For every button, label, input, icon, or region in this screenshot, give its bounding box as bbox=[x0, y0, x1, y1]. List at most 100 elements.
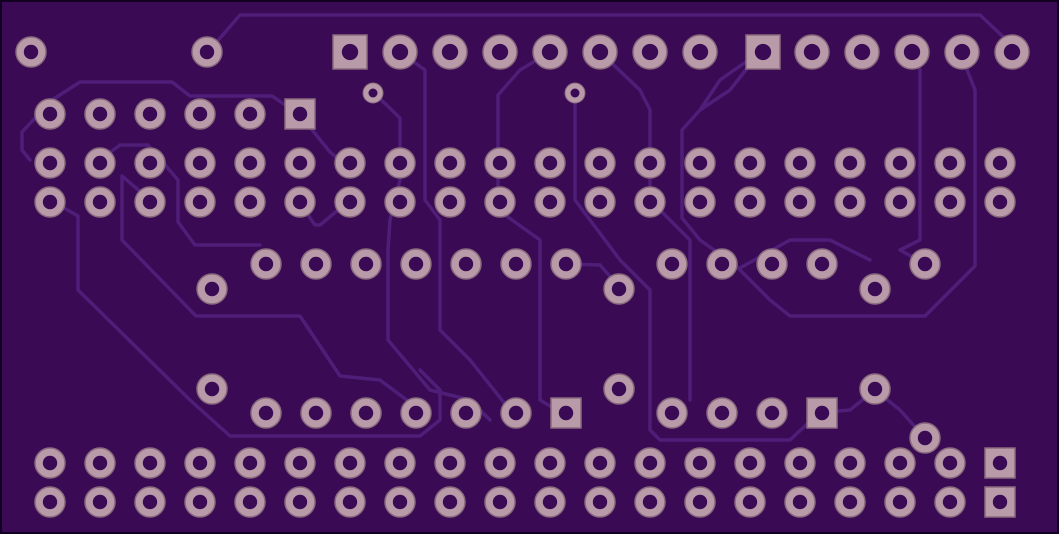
drill-hole bbox=[192, 494, 208, 510]
drill-hole bbox=[199, 44, 215, 60]
round-pad bbox=[134, 486, 166, 518]
drill-hole bbox=[541, 43, 559, 61]
round-pad bbox=[909, 248, 941, 280]
drill-hole bbox=[892, 155, 908, 171]
drill-hole bbox=[692, 494, 708, 510]
round-pad bbox=[532, 34, 568, 70]
round-pad bbox=[756, 397, 788, 429]
drill-hole bbox=[192, 455, 208, 471]
drill-hole bbox=[992, 194, 1008, 210]
drill-hole bbox=[992, 155, 1008, 171]
drill-hole bbox=[204, 381, 220, 397]
drill-hole bbox=[742, 155, 758, 171]
drill-hole bbox=[942, 494, 958, 510]
drill-hole bbox=[492, 194, 508, 210]
round-pad bbox=[584, 186, 616, 218]
drill-hole bbox=[142, 455, 158, 471]
round-pad bbox=[944, 34, 980, 70]
square-pad bbox=[284, 98, 316, 130]
drill-hole bbox=[591, 43, 609, 61]
round-pad bbox=[34, 447, 66, 479]
drill-hole bbox=[142, 494, 158, 510]
drill-hole bbox=[392, 455, 408, 471]
round-pad bbox=[284, 147, 316, 179]
round-pad bbox=[134, 147, 166, 179]
round-pad bbox=[894, 34, 930, 70]
round-pad bbox=[334, 147, 366, 179]
drill-hole bbox=[792, 455, 808, 471]
round-pad bbox=[634, 447, 666, 479]
round-pad bbox=[534, 447, 566, 479]
drill-hole bbox=[764, 405, 780, 421]
drill-hole bbox=[542, 155, 558, 171]
round-pad bbox=[784, 186, 816, 218]
drill-hole bbox=[92, 194, 108, 210]
round-pad bbox=[844, 34, 880, 70]
round-pad bbox=[706, 248, 738, 280]
round-pad bbox=[784, 447, 816, 479]
drill-hole bbox=[442, 455, 458, 471]
round-pad bbox=[884, 486, 916, 518]
drill-hole bbox=[342, 155, 358, 171]
round-pad bbox=[334, 447, 366, 479]
drill-hole bbox=[192, 155, 208, 171]
drill-hole bbox=[953, 43, 971, 61]
round-pad bbox=[484, 147, 516, 179]
round-pad bbox=[859, 273, 891, 305]
square-pad bbox=[984, 486, 1016, 518]
drill-hole bbox=[792, 494, 808, 510]
round-pad bbox=[734, 486, 766, 518]
drill-hole bbox=[803, 43, 821, 61]
drill-hole bbox=[292, 155, 308, 171]
drill-hole bbox=[917, 430, 933, 446]
drill-hole bbox=[42, 155, 58, 171]
round-pad bbox=[384, 186, 416, 218]
round-pad bbox=[184, 447, 216, 479]
drill-hole bbox=[892, 494, 908, 510]
drill-hole bbox=[558, 405, 574, 421]
drill-hole bbox=[792, 194, 808, 210]
square-pad bbox=[984, 447, 1016, 479]
round-pad bbox=[934, 486, 966, 518]
round-pad bbox=[534, 486, 566, 518]
round-pad bbox=[994, 34, 1030, 70]
drill-hole bbox=[23, 44, 39, 60]
drill-hole bbox=[491, 43, 509, 61]
drill-hole bbox=[642, 494, 658, 510]
drill-hole bbox=[842, 194, 858, 210]
drill-hole bbox=[691, 43, 709, 61]
round-pad bbox=[15, 36, 47, 68]
drill-hole bbox=[814, 256, 830, 272]
round-pad bbox=[400, 397, 432, 429]
drill-hole bbox=[391, 43, 409, 61]
via bbox=[564, 82, 586, 104]
round-pad bbox=[634, 147, 666, 179]
drill-hole bbox=[664, 256, 680, 272]
round-pad bbox=[134, 447, 166, 479]
drill-hole bbox=[842, 155, 858, 171]
round-pad bbox=[184, 147, 216, 179]
square-pad bbox=[550, 397, 582, 429]
drill-hole bbox=[742, 194, 758, 210]
drill-hole bbox=[542, 455, 558, 471]
round-pad bbox=[250, 397, 282, 429]
drill-hole bbox=[992, 494, 1008, 510]
drill-hole bbox=[492, 494, 508, 510]
round-pad bbox=[534, 147, 566, 179]
drill-hole bbox=[714, 256, 730, 272]
round-pad bbox=[934, 186, 966, 218]
drill-hole bbox=[342, 194, 358, 210]
drill-hole bbox=[292, 194, 308, 210]
round-pad bbox=[384, 447, 416, 479]
square-pad bbox=[332, 34, 368, 70]
round-pad bbox=[484, 186, 516, 218]
round-pad bbox=[300, 248, 332, 280]
drill-hole bbox=[358, 405, 374, 421]
round-pad bbox=[656, 248, 688, 280]
square-pad bbox=[745, 34, 781, 70]
drill-hole bbox=[458, 256, 474, 272]
drill-hole bbox=[942, 155, 958, 171]
round-pad bbox=[884, 186, 916, 218]
drill-hole bbox=[92, 155, 108, 171]
